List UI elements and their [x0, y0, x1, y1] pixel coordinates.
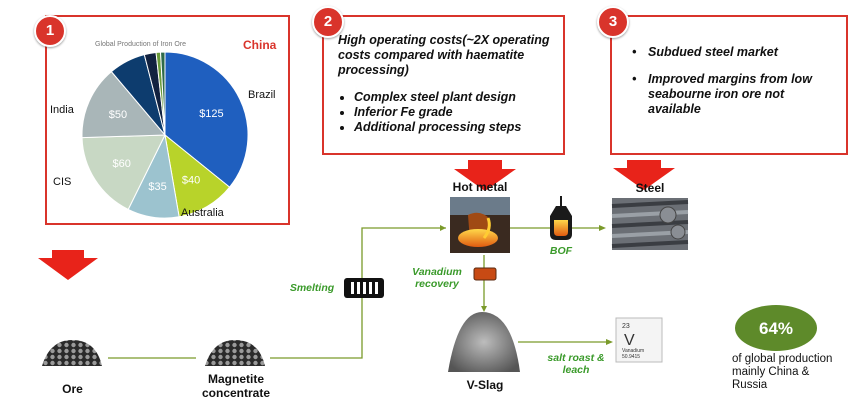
pie-label-australia: Australia: [181, 207, 225, 219]
magnetite-pile: [205, 340, 265, 366]
stat-ellipse: [735, 305, 817, 351]
step-2-bullet: Inferior Fe grade: [354, 105, 553, 120]
pie-label-china: China: [243, 38, 277, 52]
smelting-label: Smelting: [289, 282, 335, 294]
ore-label: Ore: [62, 382, 83, 396]
bof-label: BOF: [549, 245, 573, 257]
vslag-pile: [448, 312, 520, 372]
pie-label-india: India: [50, 104, 75, 116]
vanadium-card: 23 V Vanadium 50.9415: [615, 317, 663, 363]
ore-pile: [42, 340, 102, 366]
pie-label-brazil: Brazil: [248, 89, 276, 101]
pie-value-label: $125: [199, 108, 223, 120]
svg-text:V: V: [624, 332, 635, 349]
vanadium-recovery-block: [473, 267, 497, 281]
pie-value-label: $60: [113, 158, 131, 170]
step-2-box: High operating costs(~2X operating costs…: [322, 15, 565, 155]
salt-roast-label: salt roast & leach: [547, 352, 605, 376]
step-3-bullet: •Improved margins from low seabourne iro…: [632, 72, 812, 116]
pie-value-labels: $125 $40 $35 $60 $50: [109, 108, 224, 193]
steel-label: Steel: [635, 181, 665, 195]
pie-slice: [159, 51, 166, 136]
step-1-badge: 1: [34, 15, 66, 47]
vslag-label: V-Slag: [466, 378, 504, 392]
svg-text:Vanadium: Vanadium: [622, 348, 644, 354]
vanadium-recovery-label: Vanadium recovery: [412, 266, 462, 290]
step-3-bullet: •Subdued steel market: [632, 45, 778, 59]
step-3-bullets: •Subdued steel market •Improved margins …: [632, 45, 836, 117]
furnace-icon: [344, 278, 384, 298]
pie-label-cis: CIS: [53, 176, 71, 188]
hot-metal-label: Hot metal: [452, 180, 508, 194]
pie-slice: [81, 70, 167, 139]
svg-text:23: 23: [622, 323, 630, 330]
pie-slice: [81, 134, 166, 211]
pie-chart: Global Production of Iron Ore China Braz…: [50, 38, 277, 219]
pie-value-label: $35: [148, 181, 166, 193]
arrow-down-3: [613, 160, 675, 190]
step-2-bullets: Complex steel plant design Inferior Fe g…: [338, 90, 553, 135]
magnetite-label: Magnetite concentrate: [201, 372, 271, 400]
step-2-bullet: Additional processing steps: [354, 120, 553, 135]
step-3-box: •Subdued steel market •Improved margins …: [610, 15, 848, 155]
svg-text:50.9415: 50.9415: [622, 354, 640, 360]
arrow-down-2: [454, 160, 516, 191]
step-2-badge: 2: [312, 6, 344, 38]
stat-caption: of global production mainly China & Russ…: [732, 353, 833, 391]
step-3-badge: 3: [597, 6, 629, 38]
stat-value: 64%: [759, 319, 793, 338]
steel-image: [611, 198, 689, 250]
pie-value-label: $40: [182, 174, 200, 186]
pie-value-label: $50: [109, 109, 127, 121]
pie-slice: [164, 51, 249, 188]
hot-metal-image: [450, 197, 510, 253]
arrow-down-1: [38, 250, 98, 280]
step-2-bullet: Complex steel plant design: [354, 90, 553, 105]
step-2-headline: High operating costs(~2X operating costs…: [338, 33, 550, 77]
pie-title: Global Production of Iron Ore: [95, 41, 186, 48]
pie-slices: [81, 51, 249, 219]
bof-icon: [550, 196, 572, 240]
